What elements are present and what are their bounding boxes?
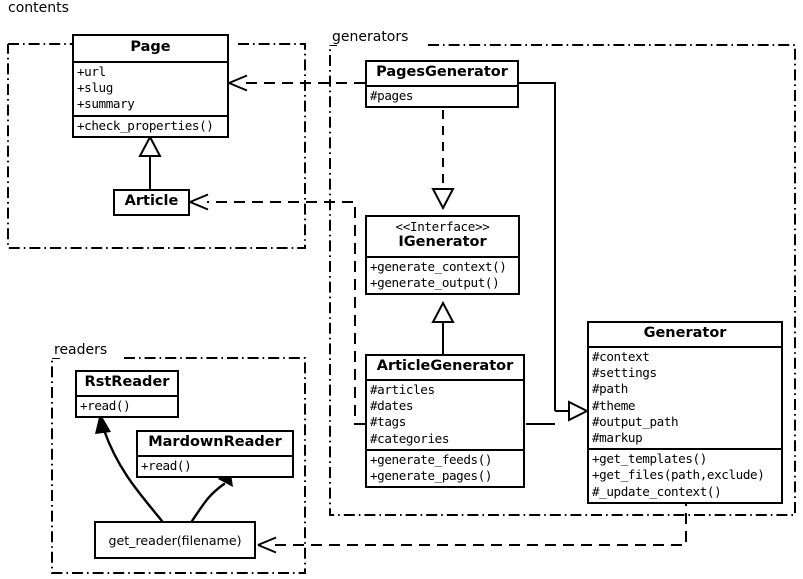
function-box-get-reader[interactable]: get_reader(filename) (94, 521, 256, 559)
method-row: +generate_context() (370, 258, 507, 274)
method-row: +check_properties() (77, 117, 214, 133)
class-attributes-articlegenerator: #articles #dates #tags #categories (367, 378, 523, 449)
attribute-row: #settings (592, 365, 657, 381)
method-row: +generate_output() (370, 274, 500, 290)
attribute-row: #tags (370, 414, 406, 430)
method-row: +read() (80, 397, 131, 413)
relation-pagesgenerator-depends-page (228, 74, 365, 92)
package-label-contents: contents (6, 0, 71, 16)
attribute-row: +summary (77, 96, 135, 112)
class-name-rstreader: RstReader (84, 374, 170, 390)
attribute-row: +slug (77, 80, 113, 96)
class-name-article: Article (124, 193, 179, 209)
package-label-generators: generators (330, 29, 411, 45)
class-attributes-generator: #context #settings #path #theme #output_… (589, 345, 781, 448)
class-box-page[interactable]: Page +url +slug +summary +check_properti… (72, 34, 229, 138)
class-name-text: IGenerator (398, 233, 487, 250)
method-row: +generate_feeds() (370, 451, 493, 467)
relation-article-generalizes-page (138, 134, 162, 190)
relation-articlegenerator-generalizes-igenerator (431, 300, 455, 355)
package-label-readers: readers (52, 342, 110, 358)
attribute-row: #articles (370, 381, 435, 397)
attribute-row: #dates (370, 398, 414, 414)
relation-articlegenerator-depends-article (189, 193, 365, 425)
function-label-get-reader: get_reader(filename) (108, 532, 242, 548)
class-methods-articlegenerator: +generate_feeds() +generate_pages() (367, 448, 523, 486)
attribute-row: #context (592, 348, 650, 364)
attribute-row: #pages (370, 87, 414, 103)
attribute-row: +url (77, 63, 106, 79)
class-box-igenerator[interactable]: <<Interface>> IGenerator +generate_conte… (365, 215, 520, 296)
method-row: +get_files(path,exclude) (592, 467, 765, 483)
attribute-row: #categories (370, 430, 450, 446)
class-box-article[interactable]: Article (113, 189, 190, 216)
method-row: #_update_context() (592, 483, 722, 499)
class-box-mardownreader[interactable]: MardownReader +read() (136, 430, 294, 479)
class-box-rstreader[interactable]: RstReader +read() (75, 370, 179, 419)
attribute-row: #path (592, 381, 628, 397)
class-name-pagesgenerator: PagesGenerator (376, 64, 508, 80)
class-attributes-page: +url +slug +summary (74, 60, 227, 115)
class-name-mardownreader: MardownReader (148, 434, 282, 450)
class-box-generator[interactable]: Generator #context #settings #path #them… (587, 321, 783, 504)
class-attributes-pagesgenerator: #pages (367, 84, 517, 106)
class-methods-page: +check_properties() (74, 114, 227, 136)
attribute-row: #theme (592, 397, 636, 413)
attribute-row: #markup (592, 429, 643, 445)
class-name-generator: Generator (643, 325, 727, 341)
class-name-articlegenerator: ArticleGenerator (376, 358, 514, 374)
class-stereotype-interface: <<Interface>> (395, 219, 490, 234)
class-name-page: Page (130, 39, 171, 55)
class-box-pagesgenerator[interactable]: PagesGenerator #pages (365, 60, 519, 109)
class-name-igenerator: <<Interface>> IGenerator (367, 217, 518, 256)
method-row: +get_templates() (592, 451, 707, 467)
method-row: +generate_pages() (370, 467, 493, 483)
class-box-articlegenerator[interactable]: ArticleGenerator #articles #dates #tags … (365, 354, 525, 489)
class-methods-rstreader: +read() (77, 394, 177, 416)
class-methods-generator: +get_templates() +get_files(path,exclude… (589, 448, 781, 502)
relation-generators-generalize-generator (519, 82, 590, 425)
class-methods-mardownreader: +read() (138, 454, 292, 476)
relation-pagesgenerator-realizes-igenerator (431, 110, 455, 211)
method-row: +read() (141, 457, 192, 473)
attribute-row: #output_path (592, 413, 679, 429)
class-methods-igenerator: +generate_context() +generate_output() (367, 255, 518, 293)
